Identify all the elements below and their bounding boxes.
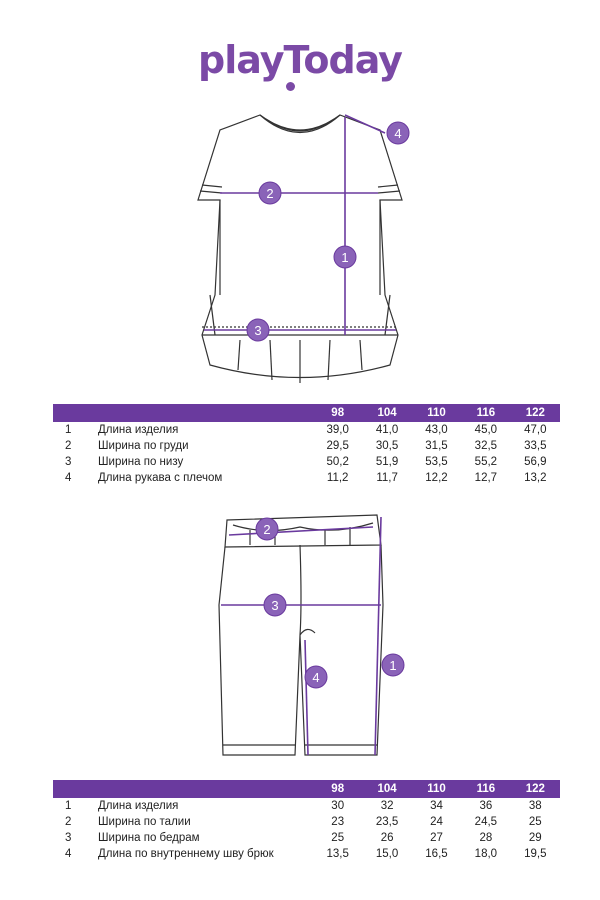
cell: 41,0 [375, 424, 399, 436]
size-header: 122 [510, 780, 560, 798]
size-header: 116 [461, 780, 511, 798]
row-label: Длина изделия [98, 800, 179, 812]
cell: 11,2 [326, 472, 349, 484]
size-header: 110 [411, 780, 462, 798]
table-row: 4 Длина рукава с плечом 11,2 11,7 12,2 1… [53, 470, 560, 486]
table-row: 2 Ширина по груди 29,5 30,5 31,5 32,5 33… [53, 438, 560, 454]
cell: 11,7 [376, 472, 398, 484]
cell: 30,5 [375, 440, 399, 452]
marker-4: 4 [394, 126, 401, 141]
marker-3: 3 [271, 598, 278, 613]
row-label: Ширина по груди [98, 440, 189, 452]
cell: 45,0 [474, 424, 498, 436]
row-number: 1 [65, 800, 72, 812]
table-row: 3 Ширина по бедрам 25 26 27 28 29 [53, 830, 560, 846]
top-table-header: 98 104 110 116 122 [53, 404, 560, 422]
table-row: 1 Длина изделия 39,0 41,0 43,0 45,0 47,0 [53, 422, 560, 438]
tshirt-drawing: 1 2 3 4 [180, 105, 430, 390]
cell: 19,5 [524, 848, 547, 860]
bottom-size-table: 98 104 110 116 122 1 Длина изделия 30 32… [53, 780, 560, 862]
cell: 26 [380, 832, 394, 844]
cell: 43,0 [425, 424, 448, 436]
size-header: 104 [362, 780, 412, 798]
cell: 12,2 [425, 472, 448, 484]
cell: 34 [430, 800, 443, 812]
row-label: Ширина по бедрам [98, 832, 200, 844]
row-number: 1 [65, 424, 72, 436]
cell: 31,5 [425, 440, 448, 452]
row-label: Длина изделия [98, 424, 179, 436]
row-number: 2 [65, 816, 72, 828]
cell: 50,2 [326, 456, 349, 468]
row-number: 4 [65, 848, 72, 860]
marker-1: 1 [341, 250, 348, 265]
cell: 13,2 [524, 472, 547, 484]
cell: 38 [528, 800, 542, 812]
leggings-drawing: 1 2 3 4 [205, 505, 415, 775]
size-header: 98 [313, 780, 363, 798]
brand-logo: playToday [198, 38, 403, 82]
marker-4: 4 [312, 670, 319, 685]
row-label: Длина рукава с плечом [98, 472, 223, 484]
table-row: 2 Ширина по талии 23 23,5 24 24,5 25 [53, 814, 560, 830]
size-header: 104 [362, 404, 412, 422]
row-label: Длина по внутреннему шву брюк [98, 848, 274, 860]
size-header: 116 [461, 404, 511, 422]
cell: 30 [331, 800, 345, 812]
size-header: 98 [313, 404, 363, 422]
marker-2: 2 [263, 522, 270, 537]
marker-2: 2 [266, 186, 273, 201]
cell: 23 [331, 816, 345, 828]
cell: 39,0 [326, 424, 349, 436]
cell: 27 [430, 832, 443, 844]
row-number: 3 [65, 456, 72, 468]
table-row: 4 Длина по внутреннему шву брюк 13,5 15,… [53, 846, 560, 862]
cell: 36 [479, 800, 493, 812]
cell: 18,0 [474, 848, 498, 860]
cell: 13,5 [326, 848, 349, 860]
cell: 32,5 [474, 440, 498, 452]
cell: 55,2 [474, 456, 498, 468]
cell: 51,9 [375, 456, 399, 468]
marker-3: 3 [254, 323, 261, 338]
row-label: Ширина по низу [98, 456, 184, 468]
cell: 15,0 [375, 848, 399, 860]
cell: 29 [528, 832, 542, 844]
bottom-table-header: 98 104 110 116 122 [53, 780, 560, 798]
size-header: 110 [411, 404, 462, 422]
cell: 32 [380, 800, 394, 812]
row-number: 2 [65, 440, 72, 452]
size-header: 122 [510, 404, 560, 422]
logo-dot [286, 82, 295, 91]
cell: 12,7 [474, 472, 498, 484]
cell: 16,5 [425, 848, 448, 860]
cell: 56,9 [524, 456, 547, 468]
cell: 23,5 [375, 816, 399, 828]
marker-1: 1 [389, 658, 396, 673]
row-number: 3 [65, 832, 72, 844]
row-label: Ширина по талии [98, 816, 191, 828]
cell: 28 [479, 832, 493, 844]
cell: 29,5 [326, 440, 349, 452]
cell: 24,5 [474, 816, 498, 828]
table-row: 1 Длина изделия 30 32 34 36 38 [53, 798, 560, 814]
cell: 25 [331, 832, 345, 844]
cell: 53,5 [425, 456, 448, 468]
cell: 24 [430, 816, 443, 828]
cell: 47,0 [524, 424, 547, 436]
row-number: 4 [65, 472, 72, 484]
cell: 25 [528, 816, 542, 828]
table-row: 3 Ширина по низу 50,2 51,9 53,5 55,2 56,… [53, 454, 560, 470]
cell: 33,5 [524, 440, 547, 452]
top-size-table: 98 104 110 116 122 1 Длина изделия 39,0 … [53, 404, 560, 486]
